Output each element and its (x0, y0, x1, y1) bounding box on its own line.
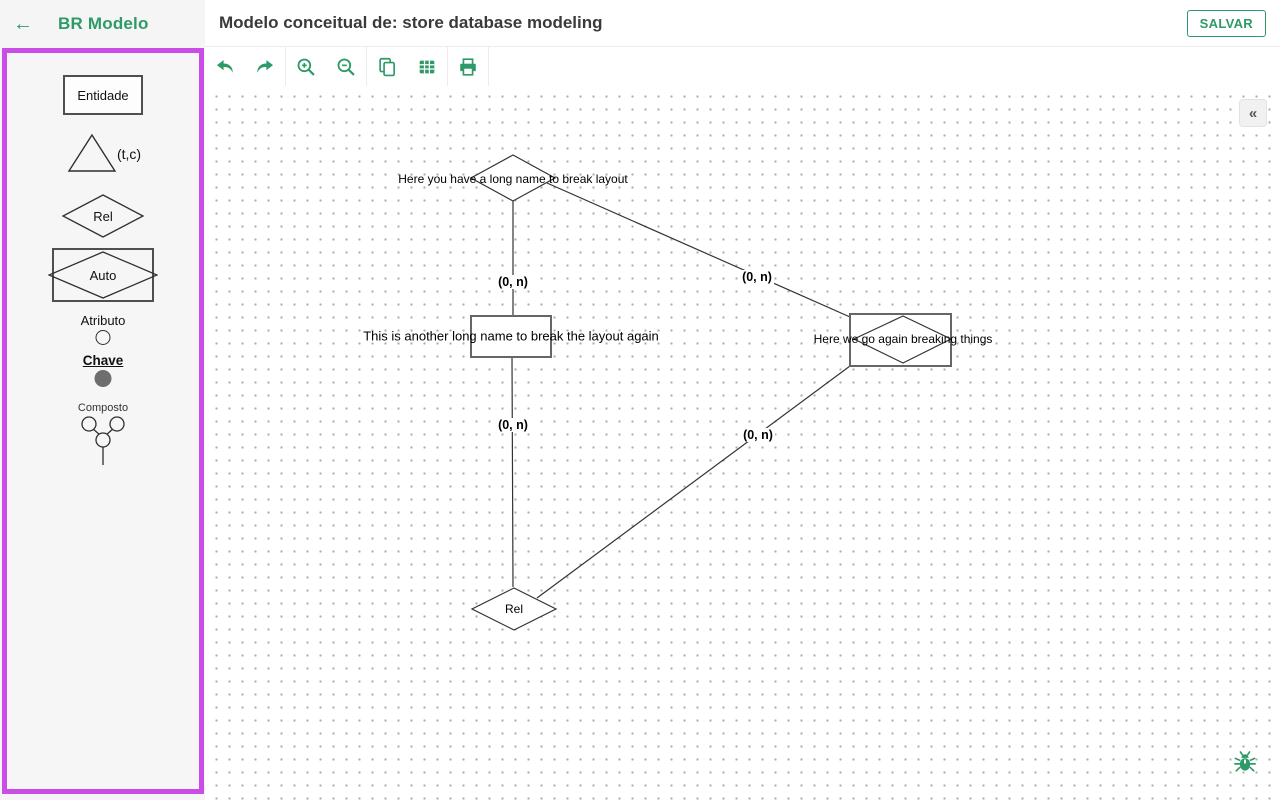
auto-relationship-diamond (852, 315, 953, 364)
redo-icon (257, 59, 274, 73)
diagram-layer (469, 154, 953, 631)
palette-key-attribute-tool[interactable] (94, 370, 112, 387)
connector-rel1-auto[interactable] (546, 182, 851, 318)
palette-specialization-tool[interactable]: (t,c) (65, 131, 141, 175)
palette-key-attribute-label: Chave (82, 353, 124, 368)
auto-relationship-icon (47, 248, 159, 302)
palette-auto-relationship-tool[interactable]: Auto (47, 247, 159, 303)
zoom-group (286, 47, 367, 86)
table-button[interactable] (407, 47, 447, 86)
palette-composite-attribute-tool[interactable] (80, 415, 126, 472)
print-group (448, 47, 489, 86)
title-bar: Modelo conceitual de: store database mod… (205, 0, 1280, 47)
bug-icon[interactable] (1234, 750, 1256, 780)
zoom-in-button[interactable] (286, 47, 326, 86)
relationship-node-2[interactable] (470, 587, 558, 631)
shape-palette: Entidade (t,c) Rel Auto Atributo Chave C… (2, 48, 204, 794)
zoom-out-button[interactable] (326, 47, 366, 86)
app-brand: BR Modelo (58, 14, 149, 33)
entity-node[interactable] (470, 315, 552, 358)
triangle-icon (67, 133, 117, 172)
diamond-icon (61, 194, 145, 238)
palette-specialization-label: (t,c) (116, 146, 142, 162)
relationship-node-1[interactable] (469, 154, 557, 202)
copy-icon (379, 57, 395, 76)
undo-icon (216, 59, 233, 73)
back-arrow-icon[interactable]: ← (13, 13, 33, 35)
copy-button[interactable] (367, 47, 407, 86)
zoom-out-icon (337, 58, 355, 75)
page-title: Modelo conceitual de: store database mod… (219, 13, 603, 32)
undo-button[interactable] (205, 47, 245, 86)
print-icon (460, 57, 476, 76)
auto-relationship-node[interactable] (849, 313, 952, 367)
composite-attribute-icon (81, 416, 125, 465)
diagram-canvas[interactable]: Here you have a long name to break layou… (205, 86, 1280, 800)
save-button[interactable]: SALVAR (1186, 10, 1266, 37)
table-icon (419, 60, 435, 73)
palette-entity-label: Entidade (77, 87, 129, 103)
connector-auto-rel2[interactable] (536, 365, 851, 599)
palette-relationship-tool[interactable]: Rel (61, 193, 145, 239)
palette-attribute-label: Atributo (80, 313, 126, 328)
connector-entity-rel2[interactable] (511, 356, 514, 588)
history-group (205, 47, 286, 86)
double-chevron-left-icon: « (1248, 104, 1258, 122)
redo-button[interactable] (245, 47, 285, 86)
zoom-in-icon (297, 58, 315, 75)
palette-attribute-tool[interactable] (95, 330, 111, 345)
sidebar-header: ← BR Modelo (0, 0, 205, 48)
canvas-toolbar (205, 47, 1280, 86)
edit-group (367, 47, 448, 86)
palette-composite-attribute-label: Composto (77, 402, 129, 414)
palette-entity-tool[interactable]: Entidade (63, 75, 143, 115)
print-button[interactable] (448, 47, 488, 86)
collapse-panel-button[interactable]: « (1239, 99, 1267, 127)
